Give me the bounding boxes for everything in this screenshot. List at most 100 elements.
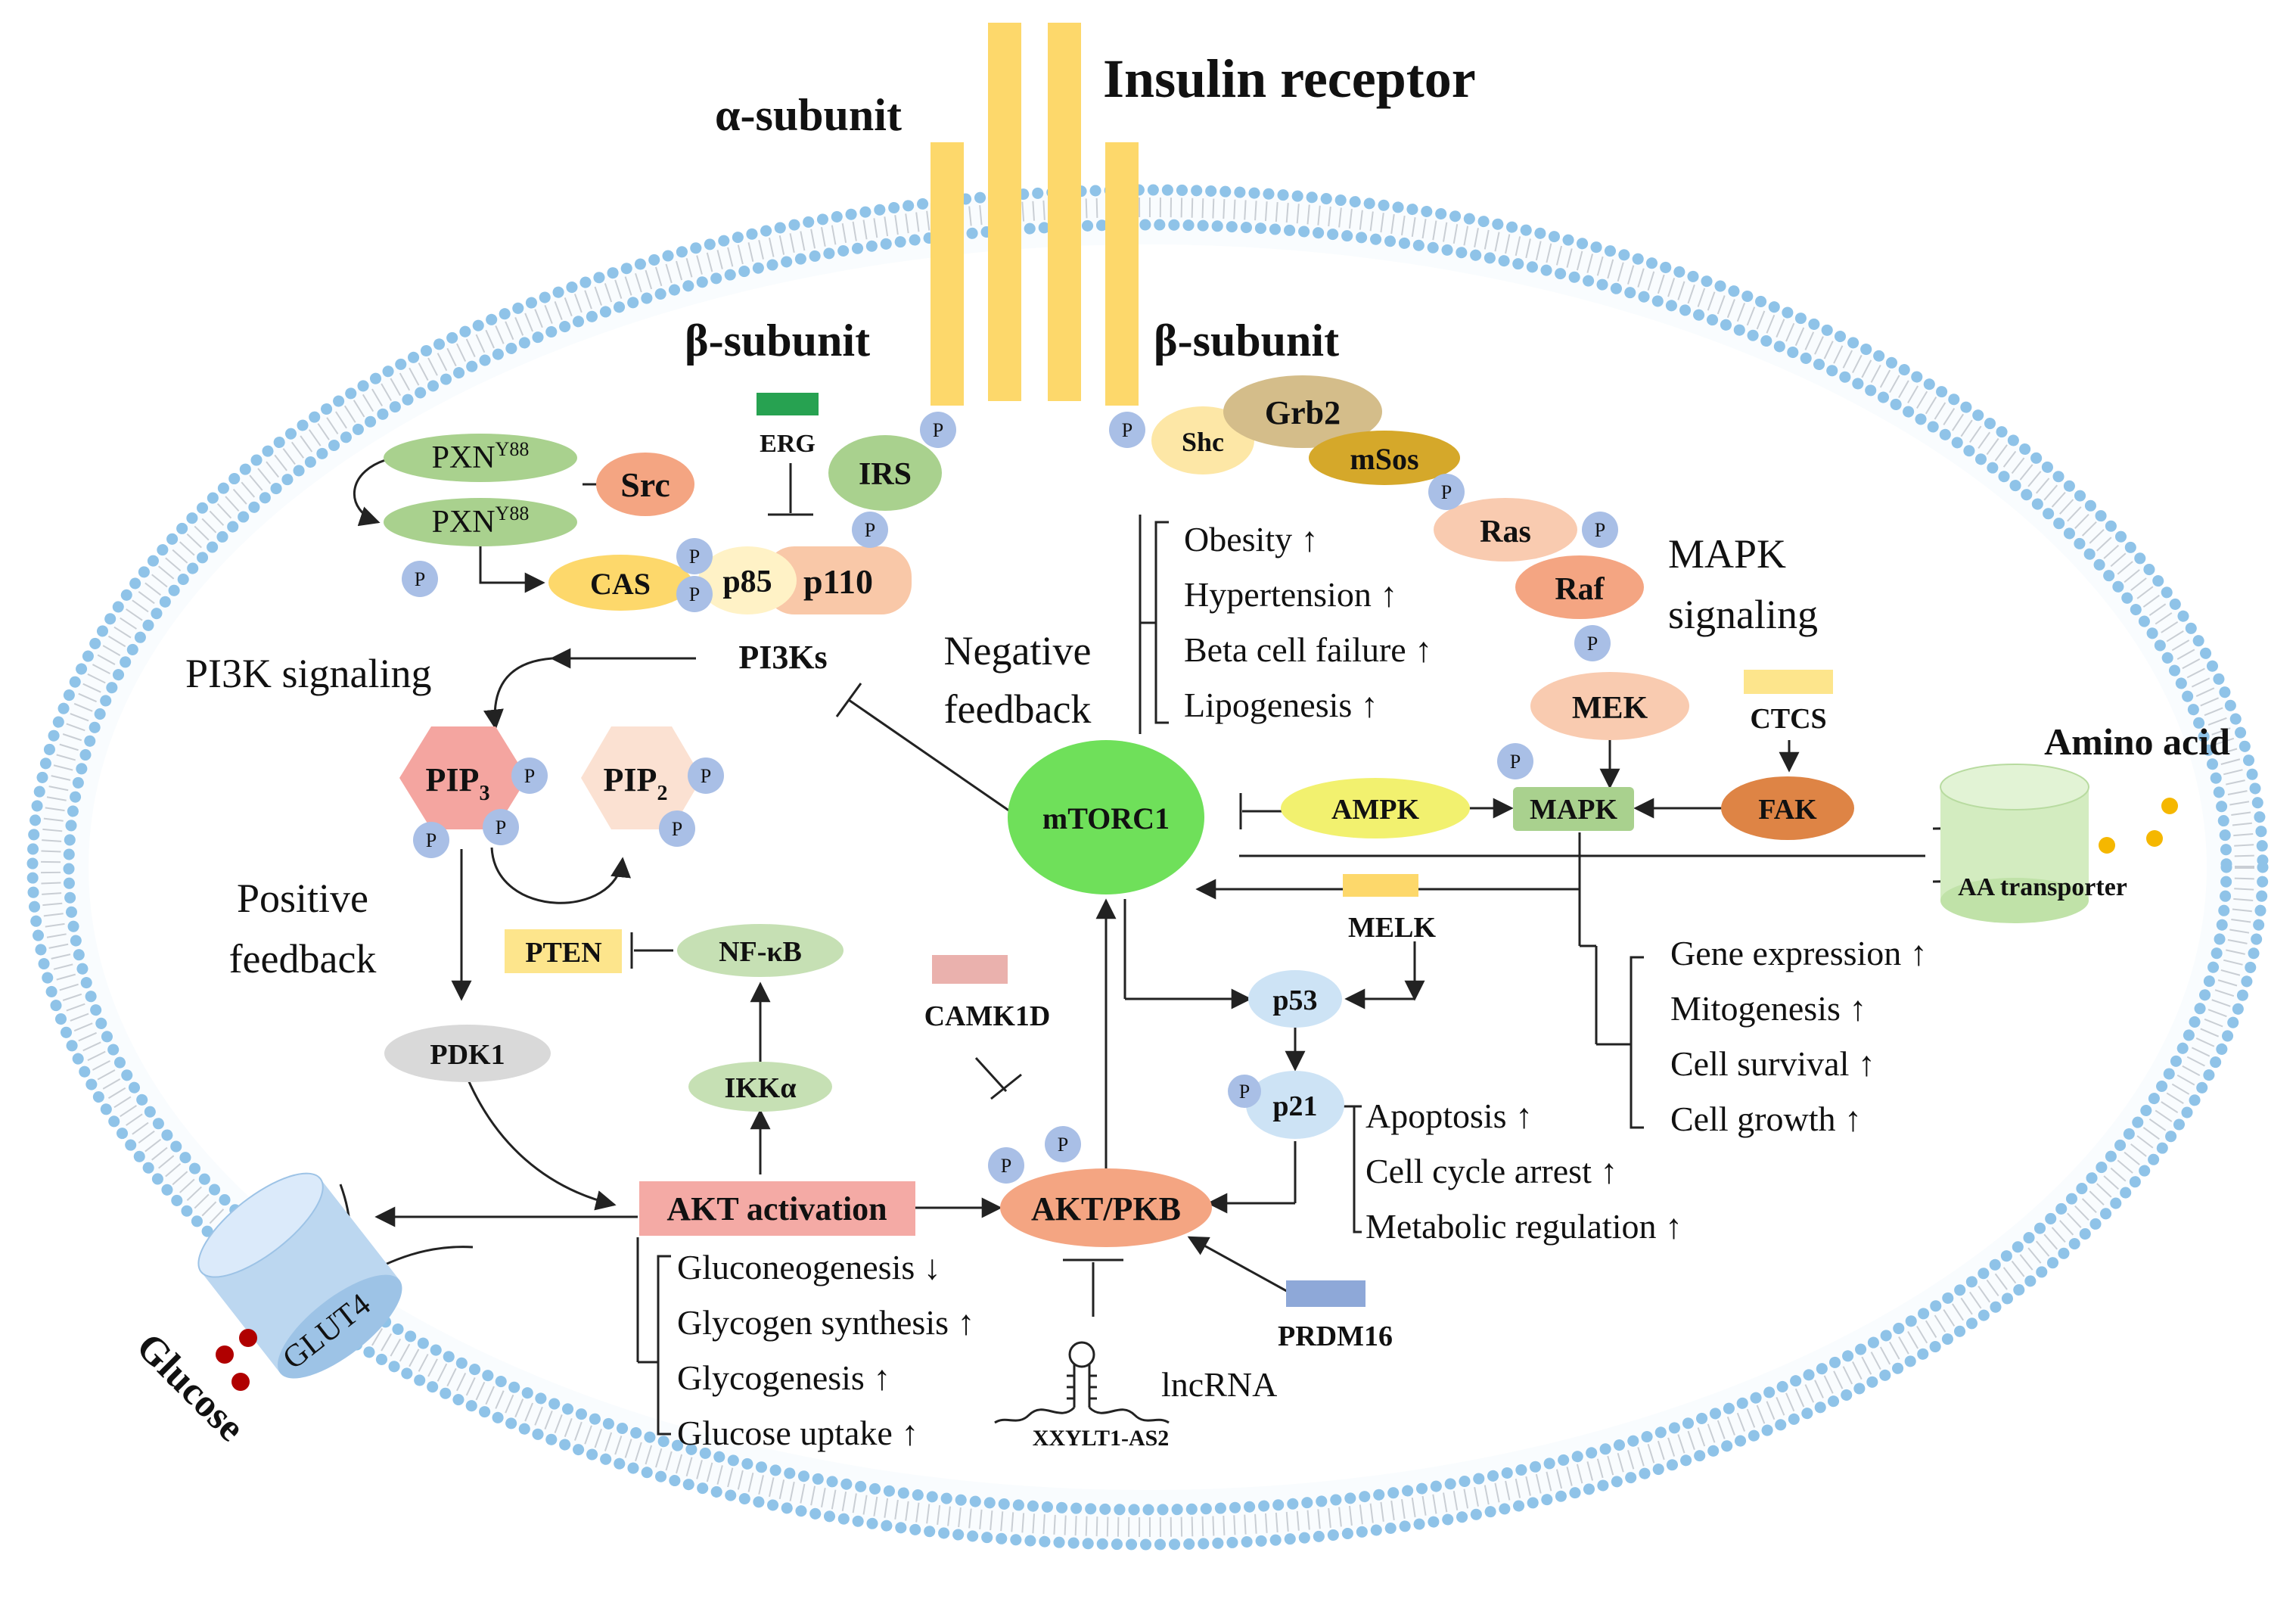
- erg-marker: [757, 393, 819, 415]
- ctcs-label: CTCS: [1750, 703, 1826, 735]
- svg-text:P: P: [496, 817, 506, 838]
- nfkb-node: [677, 924, 844, 977]
- camk1d-label: CAMK1D: [924, 1000, 1051, 1032]
- amino-acid-transporter: AA transporter Amino acid: [1940, 720, 2230, 923]
- mapk-branch: Shc Grb2 mSos Ras Raf MEK MAPK MAPK sign…: [1151, 375, 1928, 1138]
- pip3-label: PIP3: [426, 761, 490, 805]
- phosphate-icon: P: [413, 822, 449, 858]
- pdk1-node: [384, 1025, 551, 1082]
- ampk-label: AMPK: [1331, 794, 1420, 826]
- ras-label: Ras: [1480, 515, 1531, 549]
- mapk-outcome: Cell growth ↑: [1670, 1100, 1862, 1138]
- xxylt1-label: XXYLT1-AS2: [1033, 1426, 1170, 1451]
- amino-acid-label: Amino acid: [2044, 720, 2230, 763]
- akt-pkb-node: [1000, 1168, 1212, 1247]
- mapk-outcome: Gene expression ↑: [1670, 934, 1928, 972]
- lncrna-label: lncRNA: [1161, 1365, 1277, 1404]
- phosphate-icon: P: [402, 561, 438, 597]
- p85-label: p85: [722, 565, 772, 599]
- shc-label: Shc: [1182, 427, 1224, 457]
- insulin-receptor: Insulin receptor α-subunit β-subunit β-s…: [685, 23, 1476, 406]
- akt-pkb-label: AKT/PKB: [1031, 1190, 1181, 1227]
- phosphate-icon: P: [1045, 1126, 1081, 1162]
- ctcs-marker: [1744, 670, 1833, 694]
- svg-text:P: P: [1058, 1134, 1068, 1156]
- cas-node: [548, 555, 692, 611]
- akt-activation-node: [639, 1181, 915, 1236]
- melk-label: MELK: [1348, 912, 1437, 944]
- mek-label: MEK: [1572, 691, 1648, 726]
- pip2-label: PIP2: [604, 761, 668, 805]
- pi3ks-label: PI3Ks: [738, 639, 827, 676]
- svg-text:P: P: [1122, 419, 1132, 441]
- svg-text:P: P: [1595, 519, 1605, 541]
- ikka-label: IKKα: [724, 1072, 796, 1104]
- p110-node: [764, 546, 912, 614]
- fak-node: [1721, 776, 1854, 840]
- msos-label: mSos: [1350, 442, 1418, 476]
- aa-transporter-label: AA transporter: [1958, 873, 2127, 901]
- pdk1-label: PDK1: [430, 1039, 505, 1071]
- amino-acid-dot: [2146, 830, 2163, 847]
- melk-marker: [1343, 874, 1418, 897]
- phosphate-icon: P: [676, 576, 713, 612]
- p21-outcome: Metabolic regulation ↑: [1365, 1207, 1682, 1246]
- akt-outcome: Glycogen synthesis ↑: [677, 1303, 975, 1342]
- akt-outcomes: Gluconeogenesis ↓ Glycogen synthesis ↑ G…: [677, 1248, 975, 1452]
- p21-outcome: Cell cycle arrest ↑: [1365, 1152, 1617, 1190]
- phosphate-icon: P: [1497, 743, 1533, 779]
- phosphate-icon: P: [483, 809, 519, 845]
- camk1d-marker: [932, 955, 1008, 984]
- irs-node: [828, 435, 942, 511]
- mtor-outcomes: Obesity ↑ Hypertension ↑ Beta cell failu…: [1184, 520, 1432, 724]
- pxn-2-label: PXNY88: [432, 502, 530, 540]
- phosphate-icon: P: [1228, 1075, 1261, 1108]
- positive-feedback-line1: Positive: [237, 876, 368, 921]
- akt-outcome: Glycogenesis ↑: [677, 1358, 890, 1397]
- amino-acid-dot: [2161, 798, 2178, 814]
- raf-label: Raf: [1555, 572, 1605, 607]
- mtor-branch: mTORC1 AMPK Negative feedback MELK Obesi…: [944, 520, 1470, 944]
- pxn-1-node: [384, 434, 577, 482]
- mapk-signaling-line2: signaling: [1668, 592, 1818, 637]
- nfkb-label: NF-κB: [719, 936, 802, 968]
- cas-label: CAS: [590, 567, 651, 601]
- glucose-dot: [231, 1373, 250, 1391]
- svg-text:P: P: [415, 568, 425, 590]
- svg-text:P: P: [1001, 1155, 1011, 1177]
- erg-label: ERG: [760, 430, 816, 458]
- pip2-node: [581, 726, 702, 829]
- svg-text:P: P: [1239, 1081, 1250, 1103]
- akt-branch: AKT activation AKT/PKB CAMK1D PRDM16 lnc…: [639, 955, 1393, 1452]
- glucose-dot: [239, 1329, 257, 1347]
- phosphate-icon: P: [988, 1147, 1024, 1184]
- p53-branch: p53 p21 Apoptosis ↑ Cell cycle arrest ↑ …: [1246, 970, 1682, 1246]
- svg-text:P: P: [1587, 633, 1598, 655]
- mapk-node: [1513, 787, 1634, 831]
- p53-label: p53: [1272, 985, 1317, 1016]
- p110-label: p110: [803, 562, 873, 601]
- svg-text:P: P: [524, 765, 535, 787]
- pten-node: [505, 929, 622, 973]
- phosphate-icon: P: [511, 758, 548, 794]
- phosphate-icon: P: [920, 412, 956, 448]
- beta-subunit-right-label: β-subunit: [1154, 316, 1339, 366]
- phosphate-icon: P: [852, 512, 888, 548]
- phosphate-icon: P: [1574, 625, 1611, 661]
- p85-node: [698, 546, 797, 614]
- src-node: [596, 453, 694, 516]
- mapk-outcomes: Gene expression ↑ Mitogenesis ↑ Cell sur…: [1670, 934, 1928, 1138]
- irs-label: IRS: [859, 457, 912, 492]
- p21-outcome: Apoptosis ↑: [1365, 1097, 1533, 1135]
- akt-activation-label: AKT activation: [666, 1190, 887, 1227]
- svg-text:P: P: [672, 818, 682, 840]
- akt-outcome: Glucose uptake ↑: [677, 1414, 918, 1452]
- src-label: Src: [620, 465, 670, 504]
- negative-feedback-line2: feedback: [944, 686, 1092, 732]
- mtor-outcome: Lipogenesis ↑: [1184, 686, 1378, 724]
- svg-text:P: P: [865, 519, 875, 541]
- phosphate-groups: P P P P P P P P P P P P P P P P P P: [402, 412, 1618, 1184]
- svg-text:P: P: [1441, 481, 1452, 503]
- pi3k-branch: PXNY88 PXNY88 Src ERG IRS CAS p110 p85 P…: [185, 393, 942, 1112]
